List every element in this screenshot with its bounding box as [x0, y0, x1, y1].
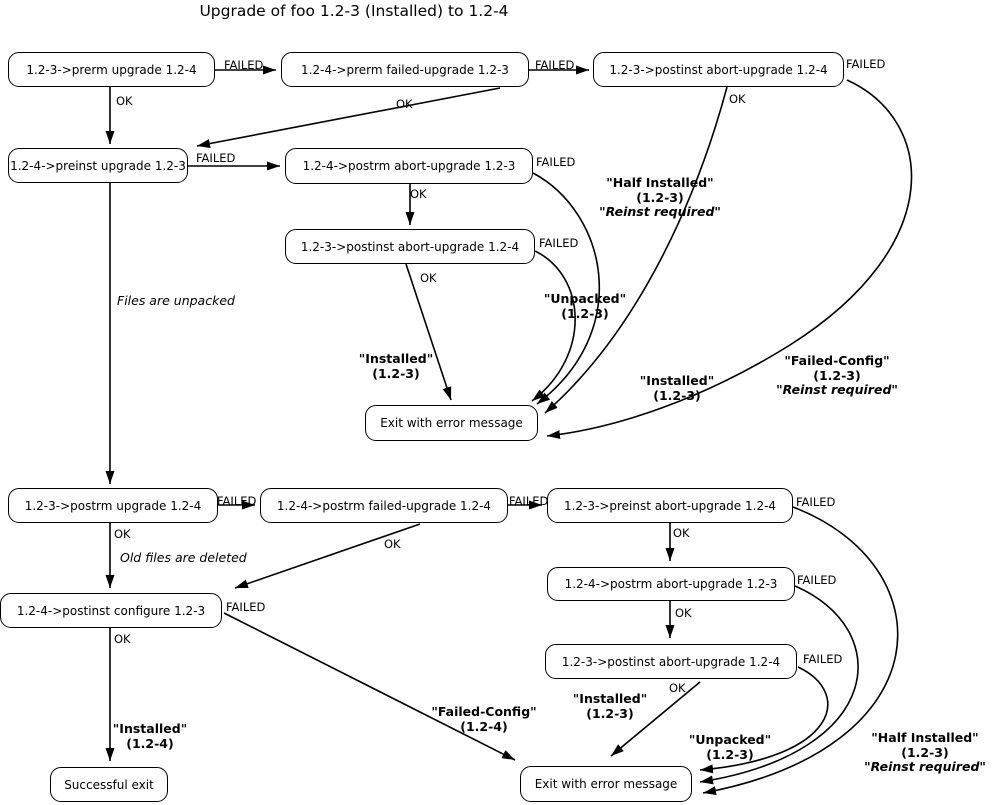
edge-label-ok: OK — [384, 537, 401, 551]
diagram-title: Upgrade of foo 1.2-3 (Installed) to 1.2-… — [199, 2, 509, 20]
state-line: (1.2-3) — [586, 705, 634, 721]
state-line: (1.2-3) — [372, 365, 420, 381]
state-line: (1.2-3) — [706, 746, 754, 762]
edge-label-failed: FAILED — [803, 652, 843, 666]
state-line: (1.2-4) — [460, 718, 508, 734]
edge-postinstabort-bottom-failed — [699, 666, 829, 774]
edge-label-ok: OK — [114, 527, 131, 541]
state-line: (1.2-3) — [901, 744, 949, 760]
edge-preinstabort-failed — [702, 506, 899, 796]
state-half-installed-mid: "Half Installed" (1.2-3) "Reinst require… — [585, 175, 735, 220]
state-line: "Installed" — [358, 351, 434, 366]
edge-label-ok: OK — [396, 97, 413, 111]
state-line: "Half Installed" — [871, 730, 979, 745]
node-postrm-abort-top: 1.2-4->postrm abort-upgrade 1.2-3 — [285, 148, 533, 184]
state-failed-config-bottom: "Failed-Config" (1.2-4) — [404, 704, 564, 734]
note-old-files-deleted: Old files are deleted — [120, 550, 247, 565]
node-prerm-upgrade: 1.2-3->prerm upgrade 1.2-4 — [8, 52, 215, 87]
state-line: "Reinst required" — [864, 759, 986, 775]
state-installed-bottom-right: "Installed" (1.2-3) — [560, 691, 660, 721]
state-line: (1.2-4) — [126, 735, 174, 751]
edge-label-failed: FAILED — [226, 600, 266, 614]
state-half-installed-bottom: "Half Installed" (1.2-3) "Reinst require… — [852, 730, 998, 775]
edge-postinstabort-top-ok — [544, 86, 728, 414]
edge-postrmabort-top-failed — [532, 172, 601, 405]
edge-label-failed: FAILED — [539, 236, 579, 250]
node-postrm-abort-bottom: 1.2-4->postrm abort-upgrade 1.2-3 — [547, 567, 795, 601]
state-installed-mid: "Installed" (1.2-3) — [346, 351, 446, 381]
state-line: "Half Installed" — [606, 175, 714, 190]
node-prerm-failed-upgrade: 1.2-4->prerm failed-upgrade 1.2-3 — [281, 52, 529, 87]
edge-postinstabort-mid-ok — [405, 263, 452, 401]
state-line: "Reinst required" — [599, 204, 721, 220]
state-line: "Reinst required" — [776, 382, 898, 398]
edge-label-ok: OK — [410, 187, 427, 201]
state-line: "Unpacked" — [688, 732, 772, 747]
node-exit-error-bottom: Exit with error message — [520, 766, 692, 802]
edge-postinstabort-top-failed — [546, 79, 913, 440]
state-line: (1.2-3) — [561, 305, 609, 321]
edge-label-failed: FAILED — [509, 494, 549, 508]
node-postinst-abort-bottom: 1.2-3->postinst abort-upgrade 1.2-4 — [545, 644, 797, 679]
state-unpacked-bottom: "Unpacked" (1.2-3) — [680, 732, 780, 762]
state-line: (1.2-3) — [636, 189, 684, 205]
edge-postinstconfigure-failed — [223, 612, 516, 761]
state-installed-right: "Installed" (1.2-3) — [627, 373, 727, 403]
state-line: "Failed-Config" — [431, 704, 537, 719]
state-failed-config-mid: "Failed-Config" (1.2-3) "Reinst required… — [757, 353, 917, 398]
node-preinst-upgrade: 1.2-4->preinst upgrade 1.2-3 — [8, 148, 188, 183]
state-line: "Installed" — [112, 721, 188, 736]
state-line: (1.2-3) — [653, 387, 701, 403]
edge-label-ok: OK — [729, 92, 746, 106]
edge-prermfailed-ok — [196, 87, 501, 148]
state-line: "Unpacked" — [543, 291, 627, 306]
node-preinst-abort: 1.2-3->preinst abort-upgrade 1.2-4 — [547, 488, 793, 523]
edge-label-failed: FAILED — [224, 58, 264, 72]
state-line: (1.2-3) — [813, 367, 861, 383]
edge-label-failed: FAILED — [846, 57, 886, 71]
state-installed-bottom-left: "Installed" (1.2-4) — [100, 721, 200, 751]
edge-label-ok: OK — [420, 271, 437, 285]
state-unpacked-mid: "Unpacked" (1.2-3) — [535, 291, 635, 321]
edge-label-ok: OK — [114, 632, 131, 646]
note-files-unpacked: Files are unpacked — [117, 293, 235, 308]
edge-label-failed: FAILED — [196, 151, 236, 165]
edge-label-failed: FAILED — [217, 494, 257, 508]
node-postrm-upgrade: 1.2-3->postrm upgrade 1.2-4 — [8, 488, 218, 523]
edge-postinstabort-mid-failed — [531, 250, 576, 402]
state-line: "Installed" — [572, 691, 648, 706]
node-postrm-failed-upgrade: 1.2-4->postrm failed-upgrade 1.2-4 — [260, 488, 508, 523]
node-postinst-abort-mid: 1.2-3->postinst abort-upgrade 1.2-4 — [285, 229, 535, 264]
node-successful-exit: Successful exit — [50, 767, 168, 802]
edge-label-failed: FAILED — [796, 495, 836, 509]
state-line: "Installed" — [639, 373, 715, 388]
node-exit-error-mid: Exit with error message — [365, 405, 538, 441]
edge-label-failed: FAILED — [536, 155, 576, 169]
edge-label-ok: OK — [116, 94, 133, 108]
edge-postrmabort-bottom-failed — [699, 585, 859, 785]
edge-label-failed: FAILED — [535, 58, 575, 72]
edge-label-failed: FAILED — [797, 573, 837, 587]
state-line: "Failed-Config" — [784, 353, 890, 368]
node-postinst-abort-top: 1.2-3->postinst abort-upgrade 1.2-4 — [593, 52, 844, 87]
edge-label-ok: OK — [675, 606, 692, 620]
edge-label-ok: OK — [673, 526, 690, 540]
edge-label-ok: OK — [669, 681, 686, 695]
edge-postinstabort-bottom-ok — [610, 681, 701, 757]
node-postinst-configure: 1.2-4->postinst configure 1.2-3 — [0, 593, 222, 628]
edge-postrmfailed-ok — [234, 523, 421, 589]
